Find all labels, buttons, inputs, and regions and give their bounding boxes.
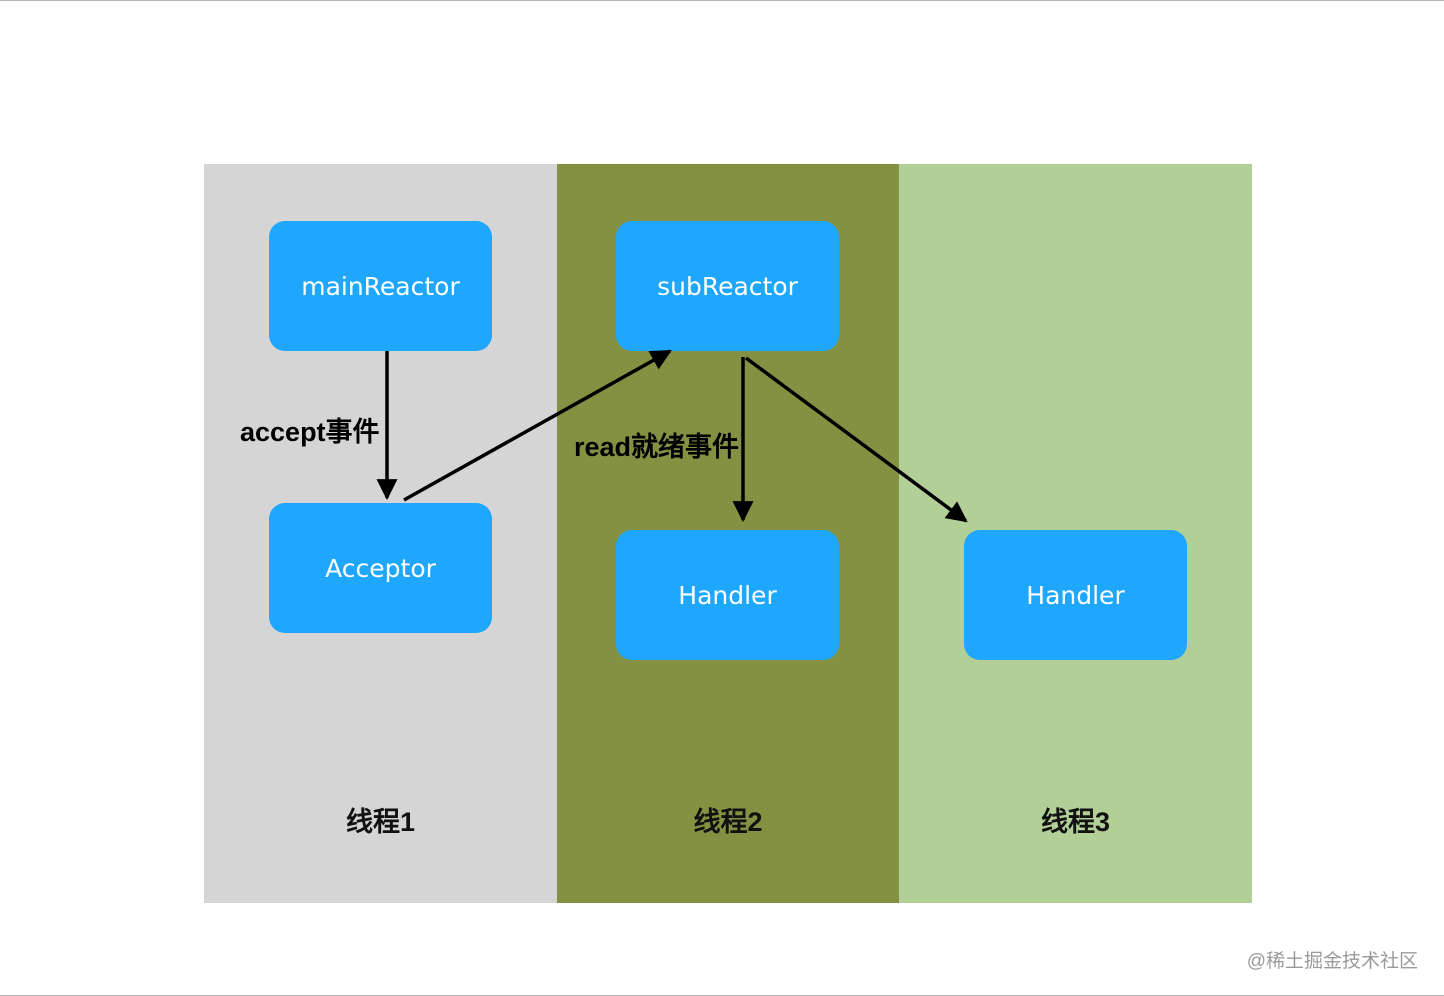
main-reactor-node: mainReactor bbox=[269, 221, 492, 351]
read-ready-event-label: read就绪事件 bbox=[574, 432, 740, 462]
acceptor-label: Acceptor bbox=[325, 553, 436, 583]
handler-thread-3-node: Handler bbox=[964, 530, 1187, 660]
lane-thread-3-title: 线程3 bbox=[1040, 807, 1111, 837]
accept-event-label: accept事件 bbox=[240, 417, 380, 447]
lane-thread-1-title: 线程1 bbox=[345, 807, 416, 837]
lane-thread-2-title: 线程2 bbox=[693, 807, 763, 837]
handler-thread-2-node: Handler bbox=[616, 530, 839, 660]
handler-thread-2-label: Handler bbox=[678, 580, 777, 610]
sub-reactor-label: subReactor bbox=[657, 271, 798, 301]
sub-reactor-node: subReactor bbox=[616, 221, 839, 351]
handler-thread-3-label: Handler bbox=[1026, 580, 1125, 610]
acceptor-node: Acceptor bbox=[269, 503, 492, 633]
main-reactor-label: mainReactor bbox=[301, 271, 460, 301]
watermark: @稀土掘金技术社区 bbox=[1246, 951, 1418, 972]
